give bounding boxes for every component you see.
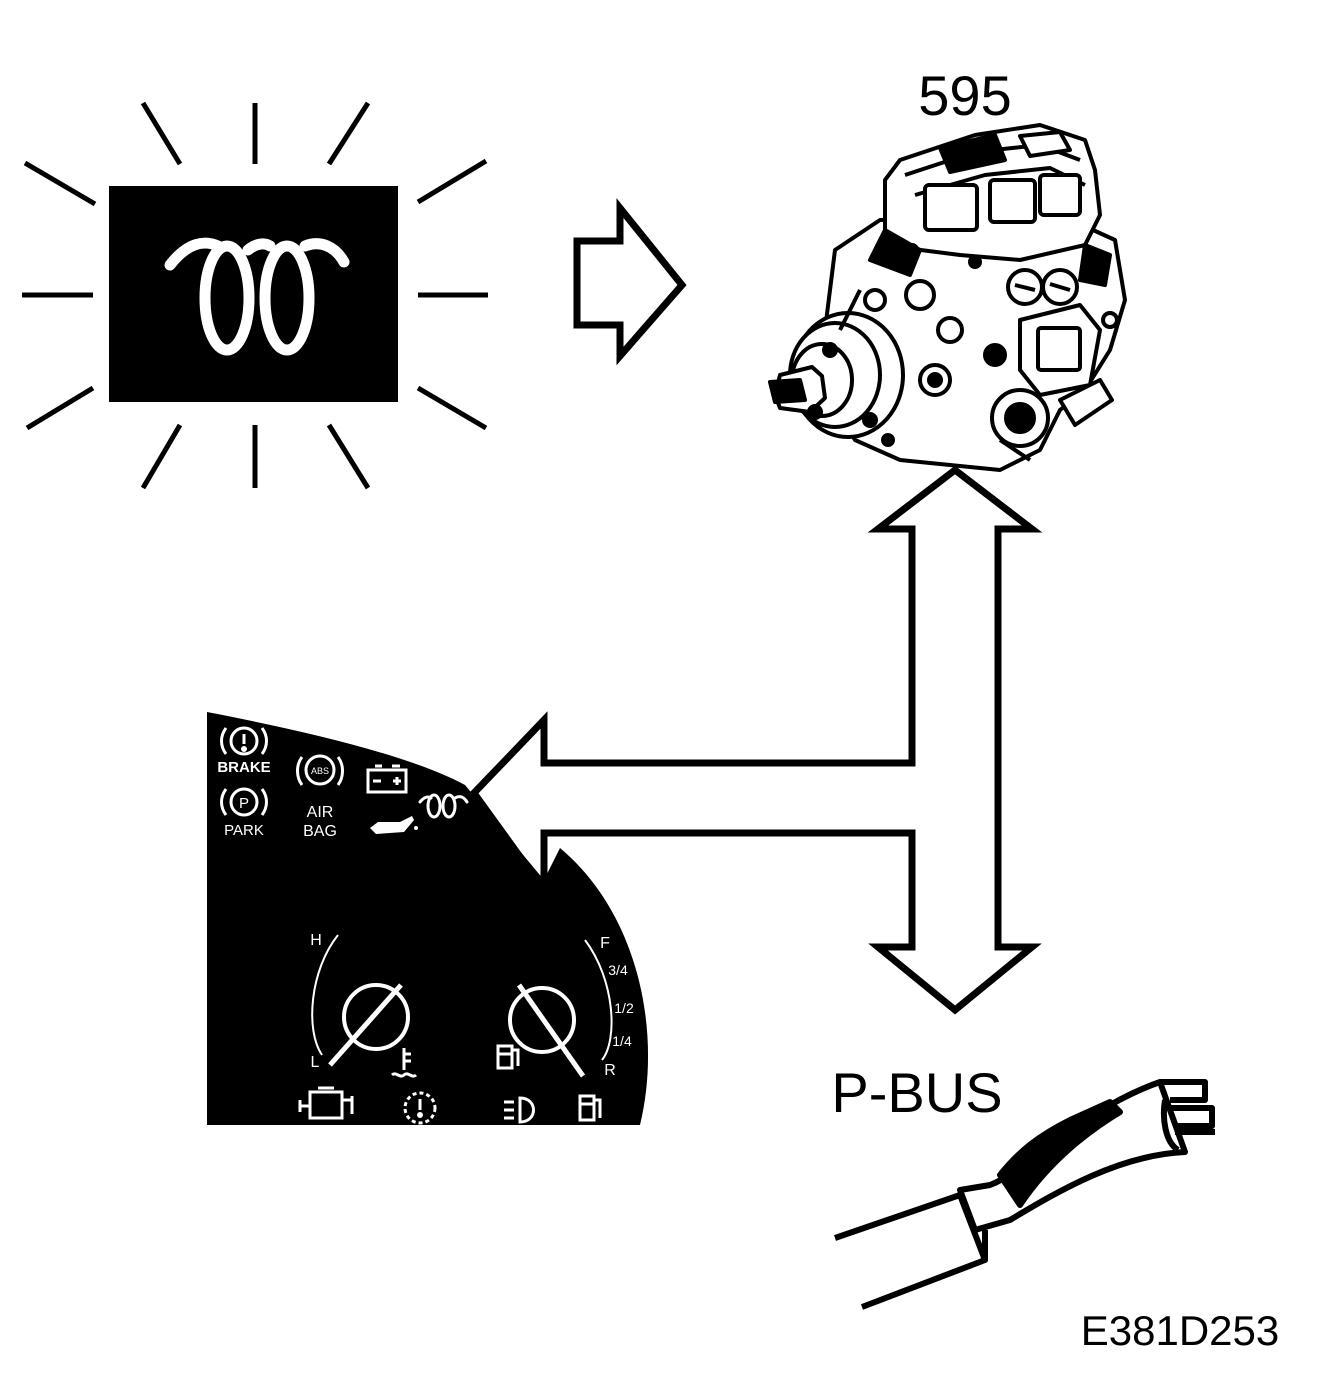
fuel-pump-small-icon	[496, 1044, 520, 1070]
low-fuel-icon	[578, 1094, 602, 1122]
glow-rays	[22, 101, 488, 490]
temp-low-label: L	[311, 1054, 320, 1071]
instrument-cluster-body	[207, 712, 649, 1125]
glow-plug-icon	[164, 237, 350, 356]
p-bus-connector-icon	[834, 1079, 1215, 1310]
glow-plug-warning-lamp	[22, 101, 488, 490]
brake-warning-icon	[220, 726, 268, 756]
fuel-gauge: F 3/4 1/2 1/4 R	[496, 935, 634, 1079]
airbag-label-line1: AIR	[307, 804, 334, 821]
instrument-cluster: BRAKE P PARK ABS AIR BAG	[207, 712, 649, 1125]
transmission-warning-icon	[403, 1091, 437, 1125]
abs-label: ABS	[311, 766, 329, 776]
glow-plug-indicator-icon	[418, 793, 469, 819]
brake-label: BRAKE	[217, 759, 270, 776]
injection-pump-icon	[768, 123, 1127, 472]
fuel-half-label: 1/2	[614, 1000, 634, 1016]
abs-icon	[296, 754, 344, 786]
figure-code-label: E381D253	[1081, 1307, 1280, 1354]
fuel-needle	[516, 983, 586, 1078]
temperature-gauge: H L	[310, 932, 418, 1078]
p-bus-label: P-BUS	[831, 1061, 1002, 1124]
temp-high-label: H	[310, 932, 322, 949]
fuel-reserve-label: R	[604, 1062, 616, 1079]
battery-icon	[366, 764, 408, 794]
signal-arrow-right	[573, 198, 687, 366]
park-brake-icon	[220, 787, 268, 817]
park-label: PARK	[224, 822, 264, 839]
p-bus-arrow	[469, 465, 1043, 1015]
fuel-full-label: F	[600, 935, 610, 952]
coolant-temp-icon	[390, 1048, 418, 1078]
component-number-label: 595	[918, 64, 1011, 127]
temp-needle	[328, 983, 403, 1067]
airbag-label-line2: BAG	[303, 823, 337, 840]
oil-pressure-icon	[370, 816, 418, 834]
fuel-quarter-label: 1/4	[612, 1033, 632, 1049]
fuel-three-quarter-label: 3/4	[608, 962, 628, 978]
park-symbol: P	[239, 795, 249, 812]
check-engine-icon	[298, 1086, 354, 1120]
headlight-icon	[504, 1096, 535, 1124]
